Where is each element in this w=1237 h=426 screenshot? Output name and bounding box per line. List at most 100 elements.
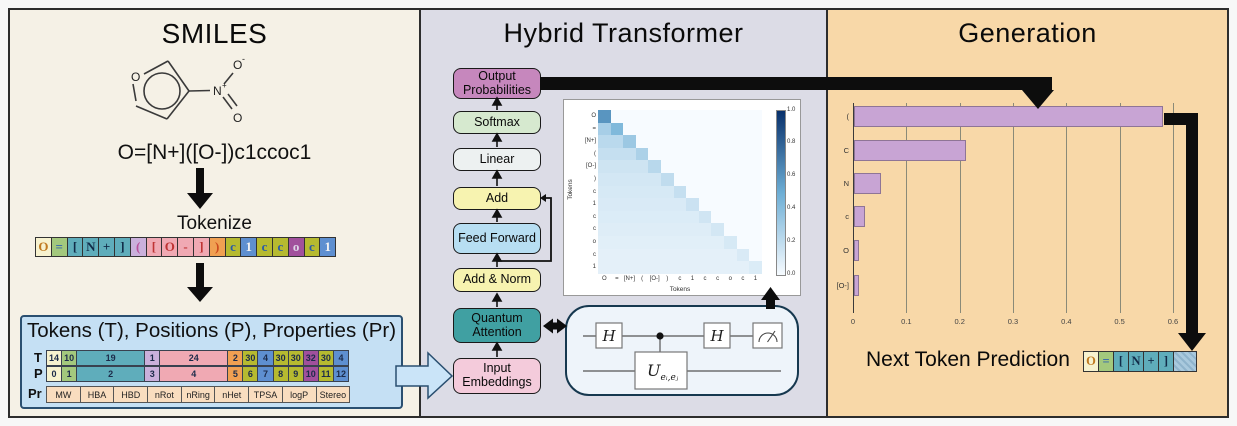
generated-token: = <box>1098 351 1114 372</box>
heatmap-cell <box>635 185 649 199</box>
heatmap-cell <box>610 147 624 161</box>
heatmap-cell <box>598 185 611 199</box>
bar-chart-x-tick: 0.1 <box>901 317 912 326</box>
bar-chart-gridline <box>1119 103 1121 313</box>
heatmap-cell <box>711 122 724 136</box>
table-cell-p: 12 <box>332 366 350 382</box>
block-quantum-attention: Quantum Attention <box>453 308 541 343</box>
heatmap-cell <box>736 223 750 236</box>
generation-panel-title: Generation <box>958 18 1097 48</box>
bar-category-label: C <box>843 146 849 155</box>
bar-category-label: ( <box>846 112 850 121</box>
table-cell-t: 10 <box>61 350 78 366</box>
heatmap-cell <box>698 248 712 262</box>
heatmap-cell <box>736 172 750 186</box>
heatmap-cell <box>749 160 762 173</box>
heatmap-x-tick: ) <box>666 276 669 282</box>
heatmap-cell <box>635 210 649 224</box>
heatmap-cell <box>673 147 687 161</box>
heatmap-y-tick: ( <box>594 150 596 157</box>
table-cell-t: 30 <box>272 350 289 366</box>
heatmap-cell <box>736 185 750 199</box>
generated-token: N <box>1128 351 1144 372</box>
heatmap-cell <box>648 185 661 199</box>
heatmap-cell <box>623 198 636 211</box>
heatmap-cell <box>723 122 737 136</box>
heatmap-cell <box>711 185 724 199</box>
token-cell: ( <box>129 237 147 257</box>
heatmap-cell <box>623 223 636 236</box>
heatmap-cell <box>698 172 712 186</box>
heatmap-cell <box>736 160 750 173</box>
heatmap-cell <box>686 248 699 262</box>
heatmap-cell <box>648 135 661 148</box>
heatmap-cell <box>711 198 724 211</box>
heatmap-cell <box>723 172 737 186</box>
heatmap-cell <box>711 261 724 274</box>
heatmap-cell <box>749 147 762 161</box>
heatmap-cell <box>749 248 762 262</box>
heatmap-cell <box>623 110 636 123</box>
heatmap-cell <box>711 235 724 249</box>
heatmap-cell <box>598 110 611 123</box>
heatmap-cell <box>623 261 636 274</box>
table-cell-p: 4 <box>159 366 229 382</box>
heatmap-cell <box>648 223 661 236</box>
heatmap-cell <box>723 248 737 262</box>
heatmap-cell <box>648 198 661 211</box>
atom-n: N <box>213 84 222 98</box>
heatmap-cell <box>673 235 687 249</box>
heatmap-y-tick: c <box>593 188 596 195</box>
property-cell: nRot <box>147 386 182 403</box>
bar-chart-gridline <box>1172 103 1174 313</box>
bar-chart-axis <box>853 103 854 313</box>
heatmap-cell <box>610 122 624 136</box>
heatmap-cell <box>686 223 699 236</box>
table-cell-p: 11 <box>317 366 334 382</box>
heatmap-cell <box>610 160 624 173</box>
heatmap-y-tick: 1 <box>592 264 596 271</box>
heatmap-cell <box>698 160 712 173</box>
heatmap-cell <box>648 235 661 249</box>
heatmap-cell <box>635 122 649 136</box>
heatmap-cell <box>723 185 737 199</box>
heatmap-cell <box>749 135 762 148</box>
heatmap-cell <box>736 198 750 211</box>
heatmap-cell <box>648 261 661 274</box>
heatmap-cell <box>673 135 687 148</box>
heatmap-cell <box>698 135 712 148</box>
heatmap-cell <box>673 172 687 186</box>
heatmap-cell <box>598 223 611 236</box>
heatmap-cell <box>723 210 737 224</box>
token-cell: c <box>224 237 242 257</box>
heatmap-cell <box>711 248 724 262</box>
heatmap-cell <box>660 248 674 262</box>
heatmap-cell <box>736 261 750 274</box>
heatmap-cell <box>673 248 687 262</box>
block-input-embeddings: Input Embeddings <box>453 358 541 394</box>
heatmap-y-tick: c <box>593 251 596 258</box>
bar-category-label: c <box>845 212 849 221</box>
table-cell-p: 1 <box>61 366 78 382</box>
generated-token: + <box>1143 351 1159 372</box>
heatmap-cell <box>660 235 674 249</box>
next-token-prediction-label: Next Token Prediction <box>866 348 1070 371</box>
next-token-strip: O=[N+] <box>1083 351 1197 372</box>
heatmap-cell <box>598 210 611 224</box>
heatmap-x-tick: c <box>703 276 707 282</box>
heatmap-x-tick: c <box>716 276 720 282</box>
heatmap-cell <box>736 147 750 161</box>
heatmap-cell <box>610 198 624 211</box>
heatmap-cell <box>635 198 649 211</box>
heatmap-cell <box>598 235 611 249</box>
heatmap-cell <box>623 248 636 262</box>
heatmap-cell <box>749 198 762 211</box>
token-cell: O <box>35 237 52 257</box>
heatmap-cell <box>648 248 661 262</box>
token-cell: c <box>256 237 273 257</box>
heatmap-cell <box>686 160 699 173</box>
heatmap-cell <box>635 135 649 148</box>
heatmap-x-tick: O <box>601 276 607 282</box>
heatmap-cell <box>648 122 661 136</box>
